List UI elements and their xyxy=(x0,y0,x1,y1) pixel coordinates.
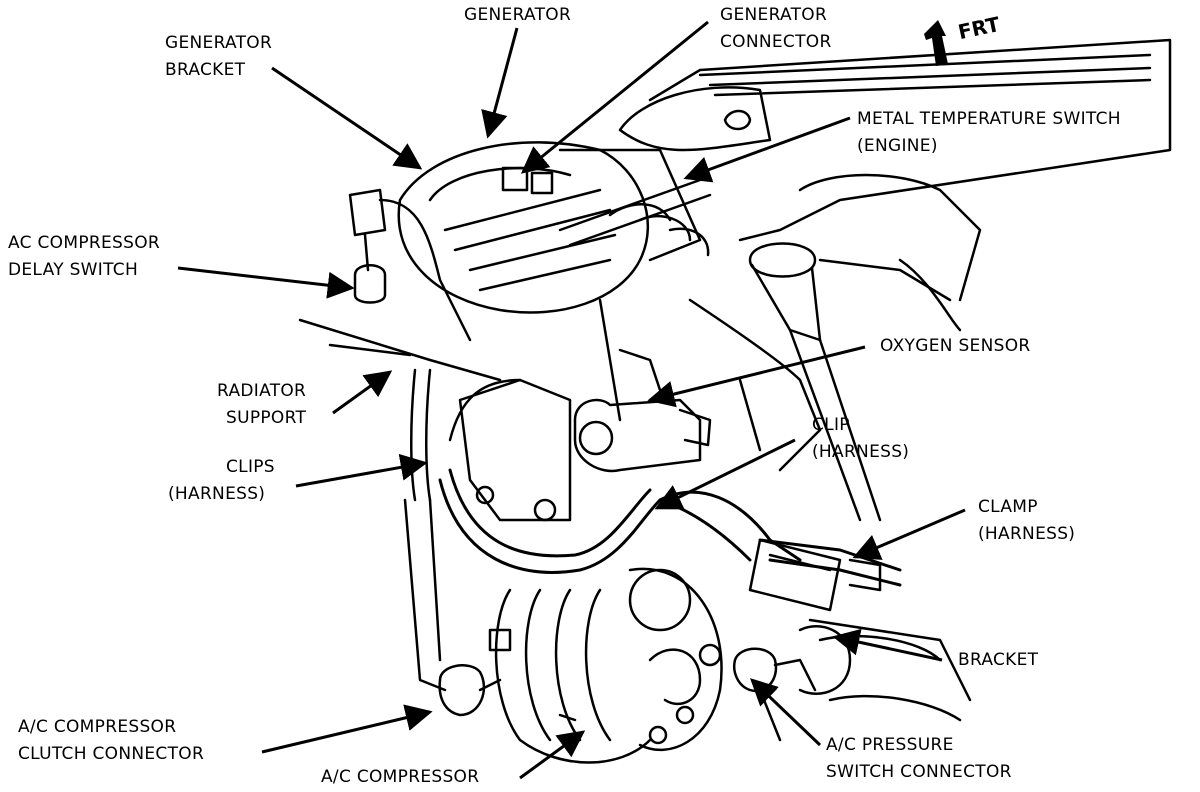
label-line: CLUTCH CONNECTOR xyxy=(18,744,205,764)
leader-clutch-connector xyxy=(261,704,433,754)
label-generator-connector: GENERATOR CONNECTOR xyxy=(720,2,832,56)
leader-radiator-support xyxy=(332,370,393,415)
label-line: (ENGINE) xyxy=(857,136,938,156)
label-line: DELAY SWITCH xyxy=(8,260,139,280)
leader-temp-switch xyxy=(683,116,851,183)
label-line: SUPPORT xyxy=(226,408,307,428)
label-line: OXYGEN SENSOR xyxy=(880,336,1031,356)
label-ac-compressor-delay-switch: AC COMPRESSOR DELAY SWITCH xyxy=(8,230,160,284)
label-line: AC COMPRESSOR xyxy=(8,233,161,253)
label-generator: GENERATOR xyxy=(464,2,571,29)
label-ac-pressure-switch-connector: A/C PRESSURE SWITCH CONNECTOR xyxy=(826,732,1012,786)
label-line: BRACKET xyxy=(958,650,1039,670)
label-radiator-support: RADIATOR SUPPORT xyxy=(212,378,306,432)
leader-oxygen-sensor xyxy=(647,345,866,408)
leader-delay-switch xyxy=(177,266,355,299)
left-harness xyxy=(298,188,522,692)
label-ac-compressor: A/C COMPRESSOR xyxy=(321,764,479,791)
label-bracket: BRACKET xyxy=(958,647,1038,674)
leader-bracket xyxy=(832,628,943,662)
ac-compressor-body xyxy=(488,567,723,764)
leader-generator xyxy=(481,27,519,139)
leader-pressure-switch xyxy=(750,678,822,747)
label-line: CLIPS xyxy=(226,457,275,477)
label-line: GENERATOR xyxy=(165,33,273,53)
label-line: RADIATOR xyxy=(217,381,307,401)
label-line: METAL TEMPERATURE SWITCH xyxy=(857,109,1121,129)
leader-clips xyxy=(295,453,428,488)
label-ac-compressor-clutch-connector: A/C COMPRESSOR CLUTCH CONNECTOR xyxy=(18,714,204,768)
harness-clamp xyxy=(748,538,882,612)
label-generator-bracket: GENERATOR BRACKET xyxy=(165,30,272,84)
leader-clamp xyxy=(852,508,966,560)
label-line: A/C PRESSURE xyxy=(826,735,954,755)
label-line: (HARNESS) xyxy=(978,524,1076,544)
temp-switch-wires xyxy=(558,178,712,257)
leader-generator-bracket xyxy=(271,66,423,170)
label-line: CLIP xyxy=(812,415,850,435)
label-clips-harness: CLIPS (HARNESS) xyxy=(168,454,275,508)
label-line: SWITCH CONNECTOR xyxy=(826,762,1012,782)
label-line: (HARNESS) xyxy=(168,484,266,504)
leader-ac-compressor xyxy=(519,730,586,780)
label-line: GENERATOR xyxy=(720,5,828,25)
label-line: CONNECTOR xyxy=(720,32,832,52)
label-line: (HARNESS) xyxy=(812,442,910,462)
label-line: CLAMP xyxy=(978,497,1038,517)
label-line: A/C COMPRESSOR xyxy=(18,717,177,737)
label-clip-harness: CLIP (HARNESS) xyxy=(812,412,909,466)
label-line: GENERATOR xyxy=(464,5,572,25)
front-orientation-indicator: FRT xyxy=(918,11,1008,74)
label-line: BRACKET xyxy=(165,60,246,80)
leader-generator-connector xyxy=(520,20,709,174)
front-arrow-icon xyxy=(924,20,948,66)
label-clamp-harness: CLAMP (HARNESS) xyxy=(978,494,1075,548)
label-metal-temperature-switch: METAL TEMPERATURE SWITCH (ENGINE) xyxy=(857,106,1121,160)
engine-block xyxy=(458,298,822,522)
front-label: FRT xyxy=(955,11,1002,45)
leader-clip xyxy=(654,438,796,510)
valve-cover xyxy=(618,38,1172,332)
label-oxygen-sensor: OXYGEN SENSOR xyxy=(880,333,1031,360)
label-line: A/C COMPRESSOR xyxy=(321,767,480,787)
clutch-connector-shape xyxy=(438,664,502,717)
